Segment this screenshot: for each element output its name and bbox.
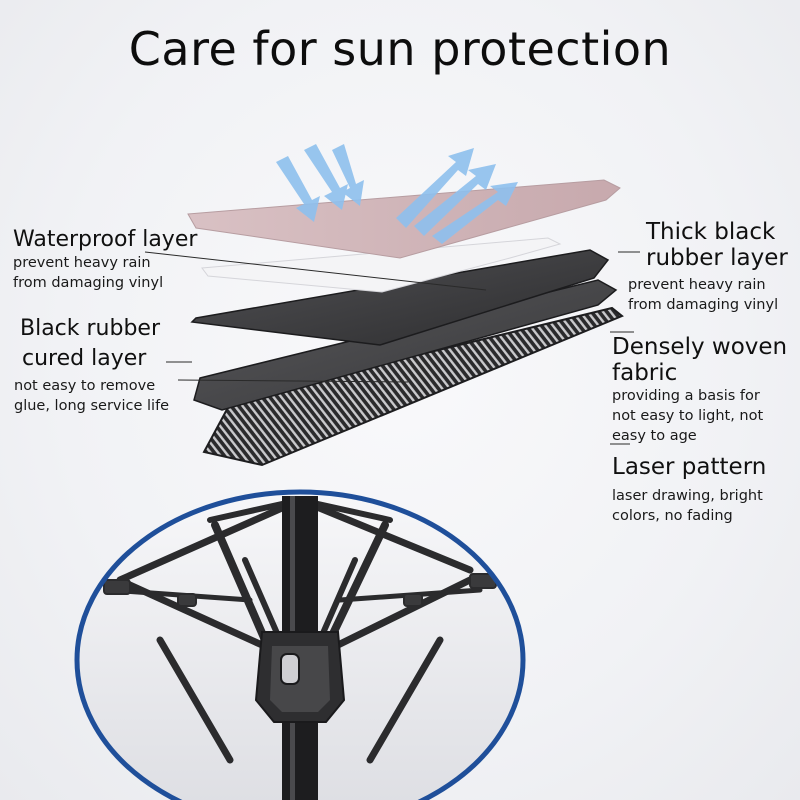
callout-description: laser drawing, bright <box>612 488 763 504</box>
waterproof-white-layer <box>201 237 562 293</box>
callout-description: prevent heavy rain <box>13 255 151 271</box>
callout-description: easy to age <box>612 428 697 444</box>
densely-woven-fabric-layer <box>193 279 618 411</box>
callout-heading: Black rubber <box>20 316 161 341</box>
thick-black-rubber-layer <box>190 249 610 346</box>
callout-description: from damaging vinyl <box>13 275 164 291</box>
callout-heading: Thick black <box>646 219 776 245</box>
callout-description: providing a basis for <box>612 388 760 404</box>
page-title: Care for sun protection <box>128 22 672 76</box>
callout-description: glue, long service life <box>14 398 170 414</box>
callout-thick-black-rubber-layer: Thick black rubber layer prevent heavy r… <box>628 219 788 315</box>
callout-description: not easy to light, not <box>612 408 764 424</box>
laser-pattern-layer <box>202 306 624 467</box>
callout-heading: cured layer <box>22 346 147 371</box>
umbrella-frame-zoom-lens <box>74 489 526 800</box>
callout-heading: Laser pattern <box>612 454 767 480</box>
callout-heading: fabric <box>612 360 678 386</box>
callout-description: not easy to remove <box>14 378 156 394</box>
callout-description: from damaging vinyl <box>628 297 779 313</box>
callout-heading: Densely woven <box>612 334 788 360</box>
sun-ray-down-arrows <box>276 144 364 222</box>
callout-description: colors, no fading <box>612 508 733 524</box>
callout-heading: rubber layer <box>646 245 788 271</box>
callout-leaders <box>144 251 640 445</box>
callout-laser-pattern: Laser pattern laser drawing, bright colo… <box>612 454 766 526</box>
callout-heading: Waterproof layer <box>13 227 198 252</box>
reflected-ray-up-arrows <box>396 148 518 244</box>
callout-description: prevent heavy rain <box>628 277 766 293</box>
callout-black-rubber-cured-layer: Black rubber cured layer not easy to rem… <box>14 316 169 416</box>
callout-waterproof-layer: Waterproof layer prevent heavy rain from… <box>13 227 197 293</box>
callout-densely-woven-fabric: Densely woven fabric providing a basis f… <box>612 334 787 446</box>
